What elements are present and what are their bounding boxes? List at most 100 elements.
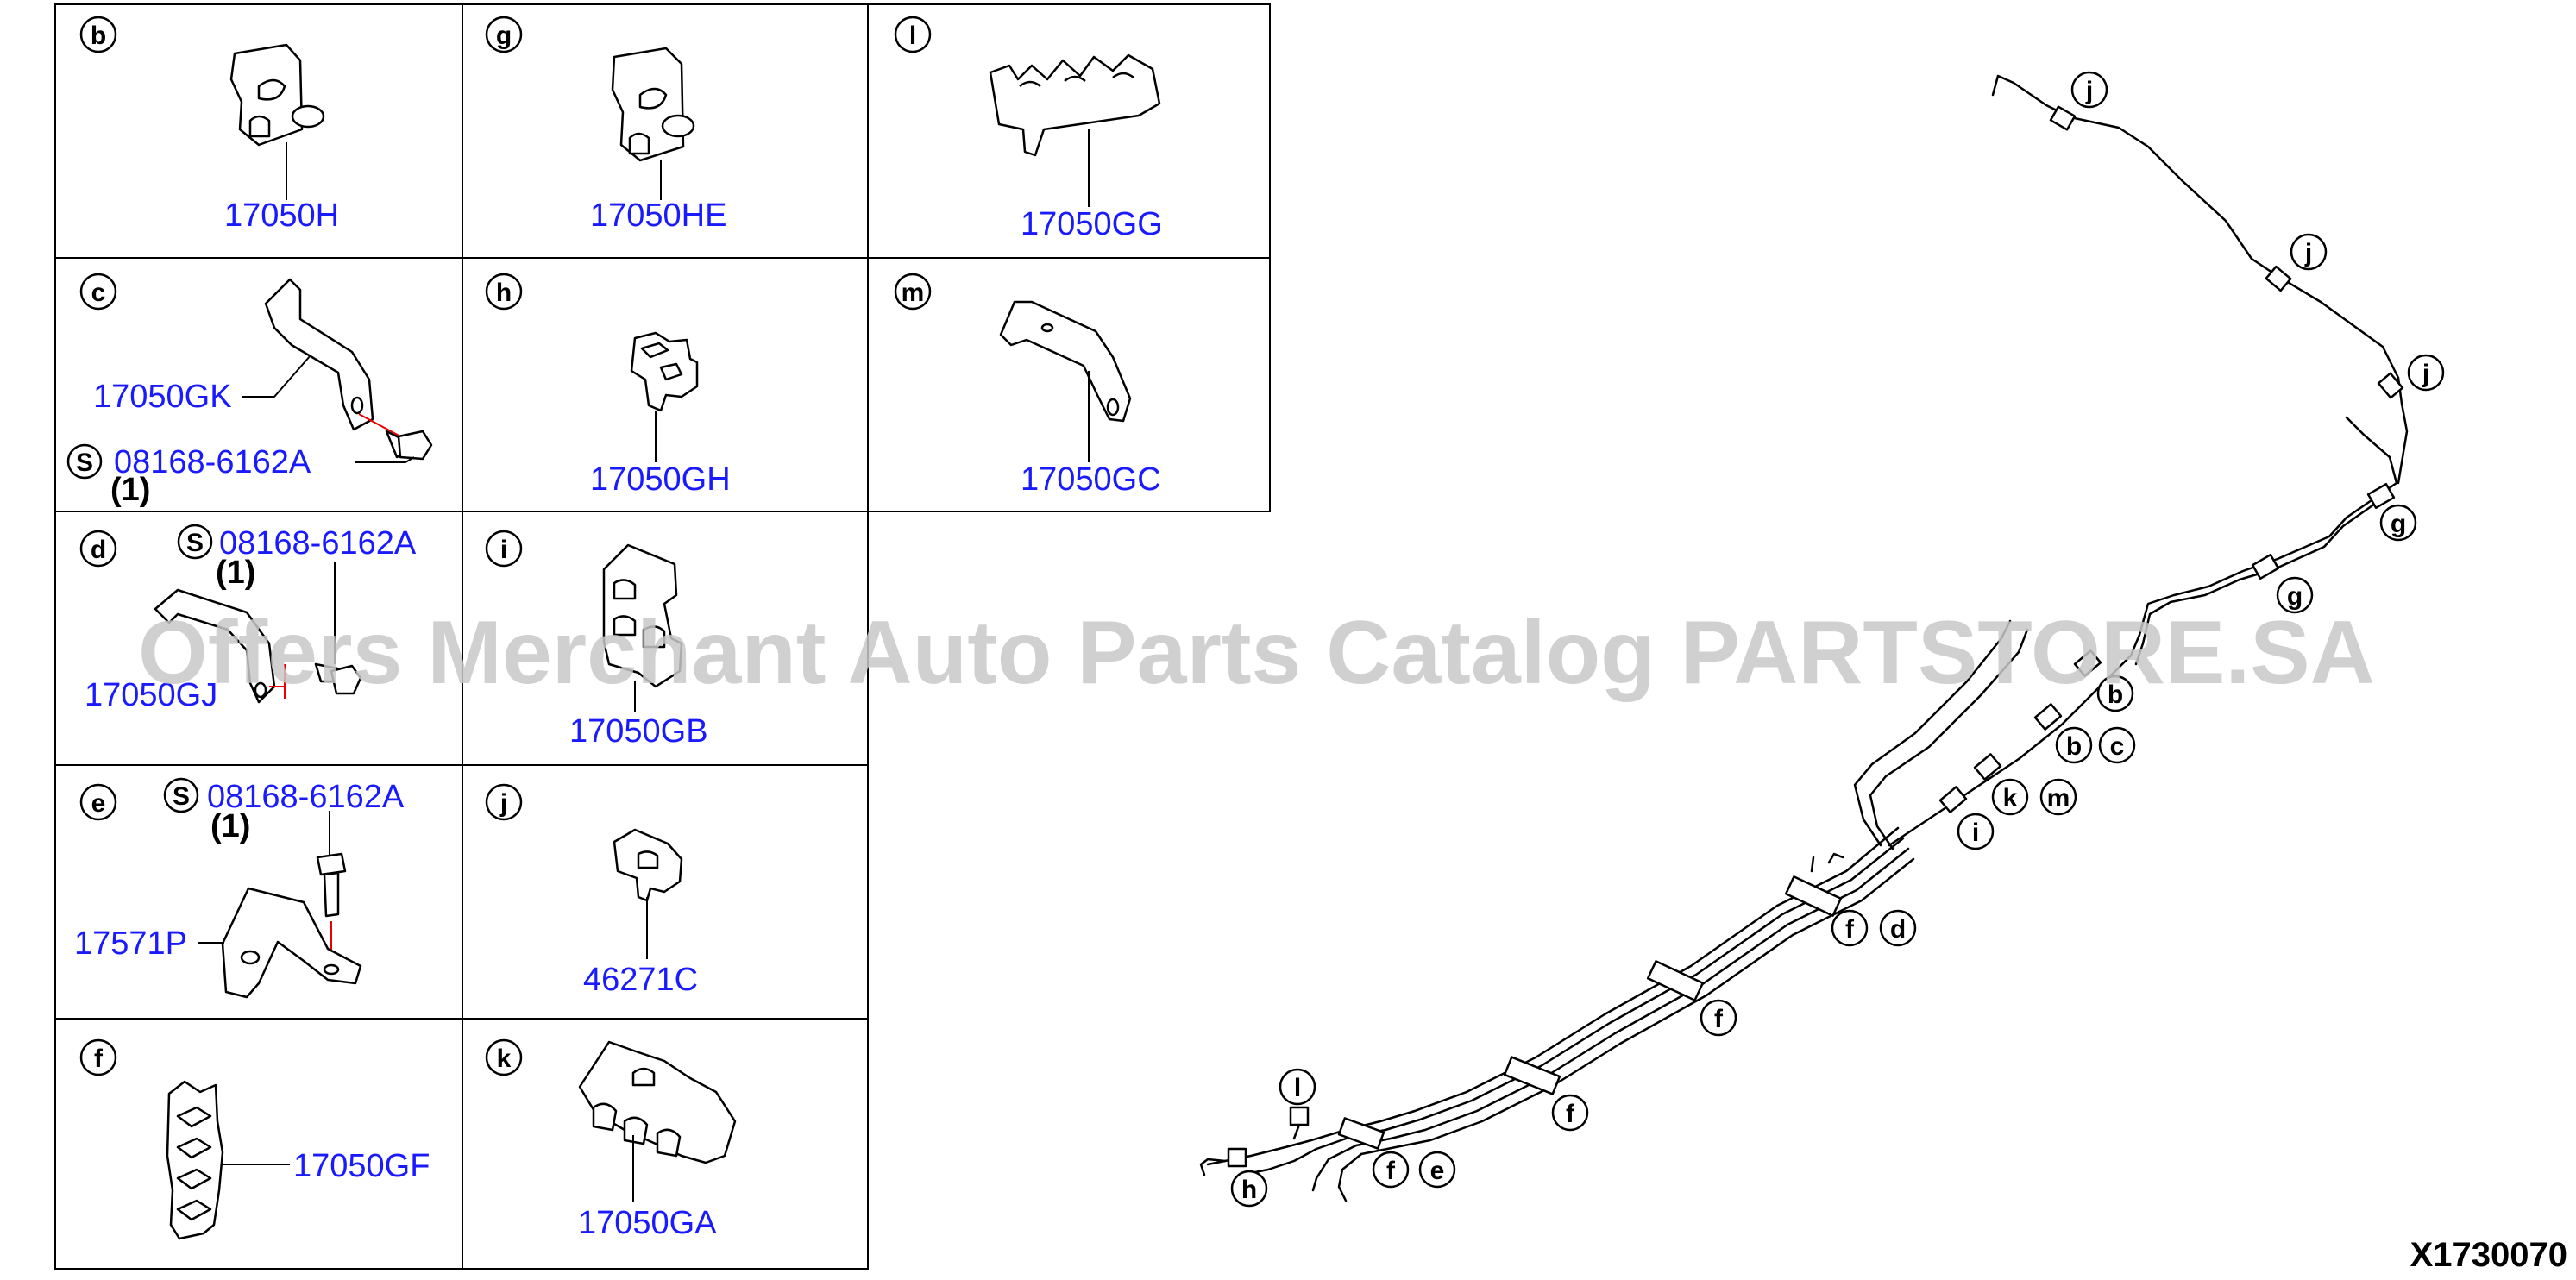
svg-text:e: e xyxy=(91,789,106,818)
screw-number-e[interactable]: 08168-6162A xyxy=(207,779,405,815)
cell-f[interactable]: f 17050GF xyxy=(79,1038,430,1240)
svg-text:f: f xyxy=(1845,915,1855,944)
svg-text:e: e xyxy=(1430,1157,1445,1185)
assembly-callout-j[interactable]: j xyxy=(2290,233,2328,271)
assembly-callout-g[interactable]: g xyxy=(2379,504,2417,542)
svg-text:f: f xyxy=(94,1045,104,1073)
screw-number-d[interactable]: 08168-6162A xyxy=(219,525,417,562)
letter-badge-c: c xyxy=(79,273,117,311)
cell-c[interactable]: c 17050GK S 08168-6162A (1) xyxy=(66,273,433,508)
letter-badge-f: f xyxy=(79,1038,117,1076)
svg-text:f: f xyxy=(1386,1157,1396,1185)
svg-text:c: c xyxy=(2110,732,2125,761)
letter-badge-h: h xyxy=(485,273,523,311)
part-number-17050GH[interactable]: 17050GH xyxy=(590,461,731,498)
assembly-callout-i[interactable]: i xyxy=(1957,813,1995,850)
bolt-08168-6162A-e-drawing xyxy=(316,852,347,918)
svg-text:k: k xyxy=(497,1045,512,1073)
letter-badge-m: m xyxy=(894,273,932,311)
svg-text:S: S xyxy=(173,782,190,811)
svg-text:f: f xyxy=(1566,1100,1575,1128)
clip-17050GG-drawing xyxy=(989,53,1161,157)
letter-badge-g: g xyxy=(485,16,523,53)
svg-text:j: j xyxy=(2304,239,2312,267)
svg-text:S: S xyxy=(76,449,93,477)
letter-badge-b: b xyxy=(79,16,117,53)
svg-text:h: h xyxy=(496,279,512,307)
assembly-callout-c[interactable]: c xyxy=(2098,726,2136,764)
cell-m[interactable]: m 17050GC xyxy=(894,273,1161,498)
part-number-17050GK[interactable]: 17050GK xyxy=(93,379,232,415)
screw-badge-c: S xyxy=(66,443,103,480)
clip-17050GF-drawing xyxy=(166,1080,224,1240)
assembly-callout-b[interactable]: b xyxy=(2055,726,2093,764)
bracket-17571P-drawing xyxy=(221,887,362,999)
assembly-callout-l[interactable]: l xyxy=(1279,1068,1316,1106)
part-number-17050HE[interactable]: 17050HE xyxy=(590,198,726,234)
assembly-callout-j[interactable]: j xyxy=(2407,354,2445,392)
bolt-08168-6162A-c-drawing xyxy=(385,430,433,461)
cell-k[interactable]: k 17050GA xyxy=(485,1038,737,1241)
part-number-17050GA[interactable]: 17050GA xyxy=(578,1205,717,1241)
diagram-code: X1730070 xyxy=(2410,1236,2567,1274)
assembly-callout-m[interactable]: m xyxy=(2039,778,2077,816)
letter-badge-e: e xyxy=(79,783,117,821)
svg-text:b: b xyxy=(2108,681,2123,709)
clip-17050GB-drawing xyxy=(602,543,683,688)
assembly-callout-j[interactable]: j xyxy=(2070,71,2108,109)
bracket-17050GJ-drawing xyxy=(154,588,276,704)
part-number-17050GB[interactable]: 17050GB xyxy=(569,713,708,750)
assembly-callout-b[interactable]: b xyxy=(2096,675,2134,712)
svg-text:m: m xyxy=(2047,784,2070,813)
svg-text:f: f xyxy=(1714,1005,1724,1033)
svg-text:j: j xyxy=(2085,77,2093,105)
svg-text:S: S xyxy=(186,529,204,557)
svg-text:k: k xyxy=(2003,784,2018,813)
clip-17050GA-drawing xyxy=(578,1040,737,1164)
part-number-17050GG[interactable]: 17050GG xyxy=(1021,206,1163,242)
screw-number-c[interactable]: 08168-6162A xyxy=(114,444,311,480)
part-number-17571P[interactable]: 17571P xyxy=(74,925,187,962)
assembly-callout-f[interactable]: f xyxy=(1831,909,1869,947)
letter-badge-l: l xyxy=(894,16,932,53)
letter-badge-d: d xyxy=(79,530,117,568)
svg-text:m: m xyxy=(902,279,925,307)
cell-i[interactable]: i 17050GB xyxy=(485,530,708,750)
part-number-46271C[interactable]: 46271C xyxy=(583,962,698,998)
svg-text:d: d xyxy=(91,536,106,564)
part-number-17050GJ[interactable]: 17050GJ xyxy=(85,677,217,713)
bracket-17050GK-drawing xyxy=(264,278,374,431)
qty-d: (1) xyxy=(216,555,255,591)
assembly-callout-e[interactable]: e xyxy=(1418,1151,1456,1189)
cell-l[interactable]: l 17050GG xyxy=(894,16,1163,242)
part-number-17050GF[interactable]: 17050GF xyxy=(293,1148,430,1184)
part-number-17050GC[interactable]: 17050GC xyxy=(1021,461,1161,498)
assembly-callout-f[interactable]: f xyxy=(1551,1094,1589,1132)
svg-text:g: g xyxy=(2287,582,2303,611)
cell-j[interactable]: j 46271C xyxy=(485,783,698,998)
cell-d[interactable]: d S 08168-6162A (1) 17050GJ xyxy=(79,524,417,713)
part-number-17050H[interactable]: 17050H xyxy=(224,198,339,234)
svg-text:h: h xyxy=(1241,1176,1257,1204)
svg-text:g: g xyxy=(496,22,512,50)
assembly-callout-d[interactable]: d xyxy=(1879,909,1917,947)
assembly-callout-k[interactable]: k xyxy=(1991,778,2029,816)
cell-b[interactable]: b 17050H xyxy=(79,16,339,234)
svg-text:j: j xyxy=(499,789,507,818)
cell-h[interactable]: h 17050GH xyxy=(485,273,731,498)
qty-e: (1) xyxy=(210,808,250,844)
letter-badge-i: i xyxy=(485,530,523,568)
assembly-callout-f[interactable]: f xyxy=(1372,1151,1410,1189)
fuel-line-assembly xyxy=(1199,74,2409,1202)
assembly-callout-f[interactable]: f xyxy=(1700,999,1737,1037)
letter-badge-k: k xyxy=(485,1038,523,1076)
cell-g[interactable]: g 17050HE xyxy=(485,16,726,234)
svg-text:l: l xyxy=(1294,1074,1301,1102)
assembly-callout-h[interactable]: h xyxy=(1230,1170,1268,1208)
cell-e[interactable]: e S 08168-6162A (1) 17571P xyxy=(74,777,405,999)
assembly-callout-g[interactable]: g xyxy=(2276,576,2314,614)
svg-text:i: i xyxy=(1972,819,1979,847)
svg-text:b: b xyxy=(2066,732,2082,761)
